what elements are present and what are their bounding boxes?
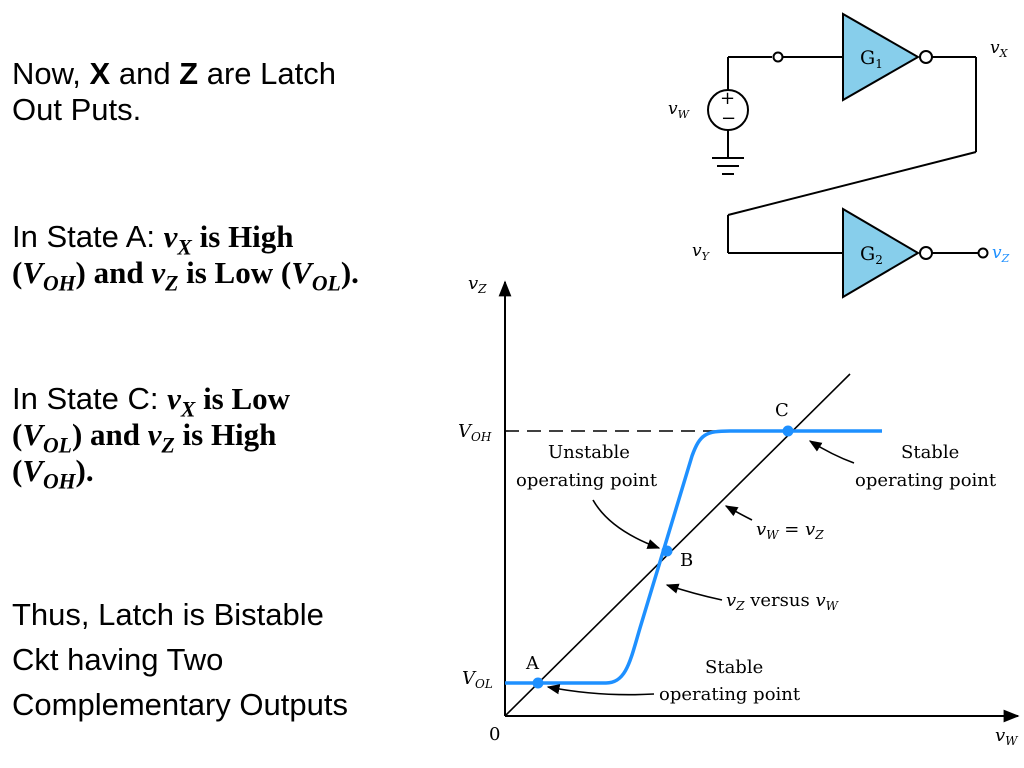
unstable-label-2: operating point: [516, 470, 658, 491]
point-b-label: B: [680, 550, 693, 571]
ground-icon: [712, 157, 744, 175]
point-a: [532, 677, 544, 689]
point-b: [661, 545, 673, 557]
stable-c-label-1: Stable: [901, 442, 959, 463]
transfer-graph: vZ vW 0 VOH VOL A B C Unstable operating…: [458, 273, 1020, 748]
label-vx: vX: [990, 38, 1009, 60]
label-vz: vZ: [992, 243, 1010, 265]
statement-conclusion: Thus, Latch is Bistable Ckt having Two C…: [12, 597, 348, 722]
arrow-stable-c: [808, 440, 855, 464]
label-vw: vW: [668, 99, 691, 121]
point-c: [782, 425, 794, 437]
transfer-curve: [505, 429, 882, 685]
gate-g2: [842, 207, 920, 299]
output-terminal: [977, 247, 989, 259]
gate-g2-label: G2: [860, 243, 883, 267]
arrow-unstable: [592, 499, 661, 549]
gate-g2-bubble: [919, 246, 933, 260]
statement-state-a: In State A: vX is High (VOH) and vZ is L…: [12, 219, 359, 296]
point-a-label: A: [525, 653, 540, 674]
arrow-stable-a: [546, 684, 655, 696]
origin-label: 0: [489, 724, 500, 745]
stable-c-label-2: operating point: [855, 470, 997, 491]
gate-g1-label: G1: [860, 47, 883, 71]
latch-circuit: [707, 12, 989, 299]
arrow-curve: [665, 583, 723, 601]
x-axis-label: vW: [995, 725, 1019, 748]
stable-a-label-2: operating point: [659, 684, 801, 705]
statement-outputs: Now, X and Z are Latch Out Puts.: [12, 56, 336, 127]
vol-label: VOL: [462, 668, 493, 691]
voh-label: VOH: [458, 421, 492, 444]
source-minus: −: [721, 108, 736, 129]
input-terminal: [772, 51, 784, 63]
y-axis-label: vZ: [468, 273, 487, 296]
arrow-unity-line: [724, 505, 753, 521]
gate-g1: [842, 12, 921, 102]
unity-line-label: vW = vZ: [756, 519, 824, 542]
unstable-label-1: Unstable: [548, 442, 630, 463]
label-vy: vY: [692, 241, 711, 263]
gate-g1-bubble: [919, 50, 933, 64]
curve-label: vZ versus vW: [726, 590, 840, 613]
source-plus: +: [720, 88, 735, 109]
stable-a-label-1: Stable: [705, 657, 763, 678]
point-c-label: C: [775, 400, 789, 421]
statement-state-c: In State C: vX is Low (VOL) and vZ is Hi…: [12, 381, 291, 494]
unity-line: [504, 373, 851, 717]
